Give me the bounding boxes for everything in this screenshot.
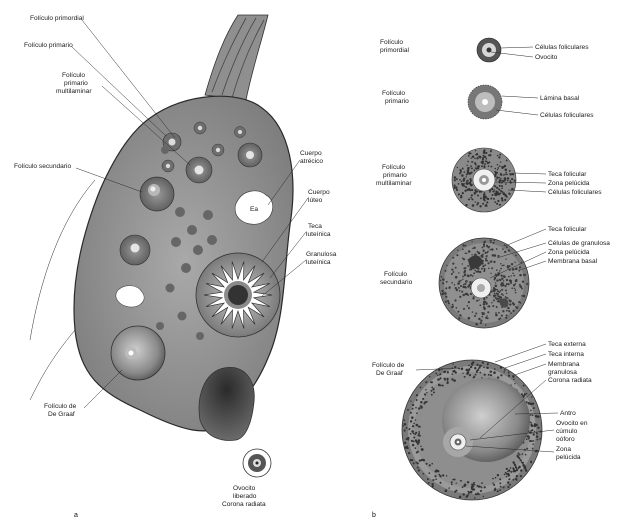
stage5-title-2: De Graaf — [376, 370, 403, 377]
stage5-label-11: pelúcida — [556, 454, 581, 461]
stage3-title-2: primario — [383, 172, 407, 179]
stage4-label-4: Membrana basal — [548, 258, 598, 265]
label-primary-multi-3: multilaminar — [56, 88, 92, 95]
stage5-label-4: granulosa — [548, 369, 577, 376]
stage2-title-1: Folículo — [382, 90, 405, 97]
secondary-follicle — [140, 177, 174, 211]
label-secondary: Folículo secundario — [14, 163, 72, 170]
stage1-label-1: Células foliculares — [535, 44, 589, 51]
stage5-label-2: Teca interna — [548, 351, 584, 358]
stage-graafian: Folículo de De Graaf Teca externa Teca i… — [372, 341, 592, 500]
panel-b-marker: b — [372, 512, 376, 519]
label-primary-multi-1: Folículo — [62, 72, 85, 79]
stage3-label-3: Células foliculares — [548, 189, 602, 196]
label-ovulated-1: Ovocito — [233, 485, 256, 492]
stage3-title-1: Folículo — [382, 164, 405, 171]
svg-text:Ea: Ea — [250, 206, 258, 213]
stage2-label-2: Células foliculares — [540, 112, 594, 119]
stage5-label-3: Membrana — [548, 361, 580, 368]
panel-b-stages: Folículo primordial Células foliculares … — [372, 38, 610, 519]
label-gran-lut-1: Granulosa — [306, 251, 337, 258]
label-yellow-2: lúteo — [308, 197, 323, 204]
label-atretic-1: Cuerpo — [300, 150, 322, 157]
graafian-follicle-ovary — [111, 326, 165, 380]
panel-a-marker: a — [74, 512, 78, 519]
stage4-label-3: Zona pelúcida — [548, 249, 590, 256]
stage1-title-1: Folículo — [380, 39, 403, 46]
label-primary-multi-2: primario — [64, 80, 88, 87]
stage2-label-1: Lámina basal — [540, 95, 580, 102]
label-ovulated-3: Corona radiata — [222, 501, 266, 508]
stage-primary: Folículo primario Lámina basal Células f… — [382, 85, 594, 119]
stage1-label-2: Ovocito — [535, 54, 558, 61]
label-atretic-2: atrécico — [300, 158, 323, 165]
stage5-title-1: Folículo de — [372, 362, 405, 369]
stage5-label-9: oóforo — [556, 436, 575, 443]
stage-primordial: Folículo primordial Células foliculares … — [380, 38, 589, 62]
stage-primary-multilaminar: Folículo primario multilaminar Teca foli… — [376, 148, 602, 212]
stage5-label-10: Zona — [556, 446, 571, 453]
stage5-label-6: Antro — [560, 410, 576, 417]
stage1-title-2: primordial — [380, 47, 409, 54]
label-ovulated-2: liberado — [233, 493, 257, 500]
label-theca-lut-2: luteínica — [306, 231, 331, 238]
stage5-label-7: Ovocito en — [556, 420, 588, 427]
stage3-title-3: multilaminar — [376, 180, 412, 187]
label-primordial: Folículo primordial — [30, 15, 84, 22]
label-primary: Folículo primario — [24, 42, 73, 49]
stage4-title-2: secundario — [380, 279, 413, 286]
label-graaf-2: De Graaf — [48, 411, 75, 418]
stage4-label-1: Teca folicular — [548, 226, 587, 233]
label-theca-lut-1: Teca — [308, 223, 322, 230]
stage4-label-2: Células de granulosa — [548, 240, 610, 247]
corpus-luteum — [196, 253, 280, 337]
stage3-label-2: Zona pelúcida — [548, 180, 590, 187]
released-oocyte — [243, 449, 271, 477]
stage-secondary: Folículo secundario Teca folicular Célul… — [380, 226, 610, 328]
label-gran-lut-2: luteínica — [306, 259, 331, 266]
stage5-label-5: Corona radiata — [548, 377, 592, 384]
label-yellow-1: Cuerpo — [308, 189, 330, 196]
stage3-label-1: Teca folicular — [548, 171, 587, 178]
ruptured-follicle — [199, 367, 254, 440]
stage4-title-1: Folículo — [384, 271, 407, 278]
label-graaf-1: Folículo de — [44, 403, 77, 410]
stage5-label-8: cúmulo — [556, 428, 578, 435]
stage2-title-2: primario — [385, 98, 409, 105]
stage5-label-1: Teca externa — [548, 341, 586, 348]
